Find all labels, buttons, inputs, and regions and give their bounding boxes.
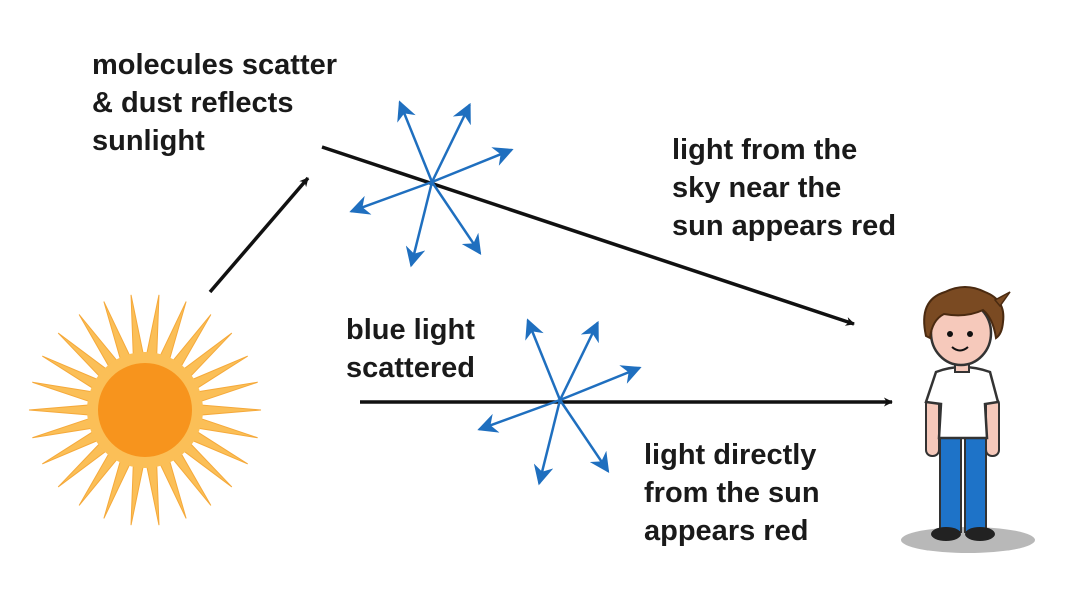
sun-ray	[146, 464, 160, 526]
sky-label-line-2: sky near the	[672, 172, 842, 204]
light-arrows	[208, 145, 893, 407]
blue-label-line-1: blue light	[346, 314, 475, 346]
blue-label-line-2: scattered	[346, 352, 475, 384]
sun-ray	[28, 404, 90, 416]
scatter-arrow	[349, 180, 433, 215]
scatter-arrow	[525, 318, 562, 401]
sun-ray	[146, 294, 160, 356]
molecules-scatter-label: molecules scatter & dust reflects sunlig…	[92, 46, 337, 160]
scatter-arrow	[533, 399, 562, 486]
scatter-arrow	[558, 399, 610, 473]
sun-ray	[200, 404, 262, 416]
sun-ray	[130, 294, 144, 356]
scatter-burst-icon	[349, 100, 514, 268]
sun-core	[98, 363, 192, 457]
person-left-shoe	[931, 527, 961, 541]
sun-ray	[130, 464, 144, 526]
scatter-arrow	[558, 320, 599, 401]
sun-ray	[32, 417, 93, 439]
sky-label-line-3: sun appears red	[672, 210, 897, 242]
person-hair-tuft	[993, 291, 1011, 308]
scatter-arrow	[430, 102, 471, 183]
scatter-burst-icon	[477, 318, 642, 486]
scatter-arrow	[431, 147, 514, 184]
person-right-eye	[967, 331, 973, 337]
sky-to-observer-arrow	[321, 145, 855, 326]
sky-label-line-1: light from the	[672, 134, 858, 166]
direct-light-label: light directly from the sun appears red	[644, 436, 820, 550]
direct-label-line-2: from the sun	[644, 477, 820, 509]
direct-label-line-3: appears red	[644, 515, 809, 547]
person-left-arm	[925, 397, 940, 457]
person-right-shoe	[965, 527, 995, 541]
person-left-eye	[947, 331, 953, 337]
scatter-arrow	[405, 181, 434, 268]
sun-ray	[32, 381, 93, 403]
person-right-arm	[985, 397, 1000, 457]
sun-ray	[197, 381, 258, 403]
person-shirt	[924, 365, 1000, 440]
blue-light-label: blue light scattered	[346, 311, 475, 387]
sun-ray	[197, 417, 258, 439]
person-hair	[923, 286, 1005, 340]
person-mouth	[951, 346, 969, 352]
scatter-arrow	[477, 398, 561, 433]
sun-icon	[28, 294, 262, 526]
sky-light-label: light from the sky near the sun appears …	[672, 131, 896, 245]
molecules-label-line-2: & dust reflects	[92, 87, 294, 119]
direct-label-line-1: light directly	[644, 439, 817, 471]
person-left-leg	[939, 431, 962, 533]
scatter-arrow	[397, 100, 434, 183]
scatter-arrow	[430, 181, 482, 255]
person-icon	[901, 286, 1035, 553]
molecules-label-line-1: molecules scatter	[92, 49, 338, 81]
molecules-label-line-3: sunlight	[92, 125, 205, 157]
person-right-leg	[964, 431, 987, 533]
scatter-arrow	[559, 365, 642, 402]
sun-to-sky-arrow	[208, 176, 310, 294]
